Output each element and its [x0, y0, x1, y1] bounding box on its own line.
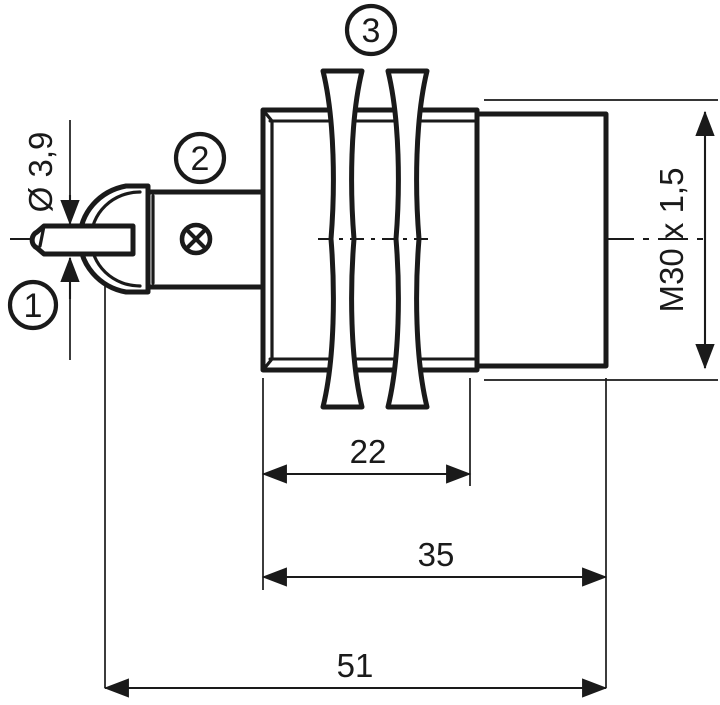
- dimension-diameter-tip: Ø 3,9: [22, 132, 80, 299]
- pin-chamfer-line: [38, 224, 46, 248]
- dim-label-51: 51: [337, 647, 374, 684]
- rear-cylinder-body: [467, 111, 609, 369]
- balloon-3-label: 3: [362, 12, 381, 50]
- thread-chamfer-bottom: [261, 357, 274, 372]
- balloon-3-circle[interactable]: [344, 3, 398, 57]
- balloon-1-circle[interactable]: [7, 279, 59, 331]
- mounting-nut-right: [385, 68, 430, 410]
- extension-lines: [69, 99, 718, 688]
- thread-chamfer-top: [261, 108, 274, 123]
- crossed-circle-symbol: [179, 222, 213, 256]
- dimension-length-35: 35: [261, 536, 608, 587]
- balloon-2-circle[interactable]: [173, 131, 227, 185]
- balloon-1-label: 1: [24, 287, 43, 325]
- dimension-length-22: 22: [261, 433, 472, 484]
- balloon-callout-2[interactable]: 2: [173, 131, 227, 185]
- dim-label-diameter-tip: Ø 3,9: [22, 132, 59, 213]
- balloon-callout-3[interactable]: 3: [344, 3, 398, 57]
- dim-label-35: 35: [418, 536, 455, 573]
- balloon-callout-1[interactable]: 1: [7, 279, 59, 331]
- threaded-barrel: [260, 107, 480, 373]
- dimension-length-51: 51: [103, 647, 608, 698]
- dim-label-22: 22: [350, 433, 387, 470]
- balloon-2-label: 2: [191, 140, 210, 178]
- sensor-pin-shaft: [29, 223, 136, 257]
- dim-label-thread: M30 x 1,5: [653, 168, 690, 313]
- dimension-thread-m30: M30 x 1,5: [653, 110, 715, 370]
